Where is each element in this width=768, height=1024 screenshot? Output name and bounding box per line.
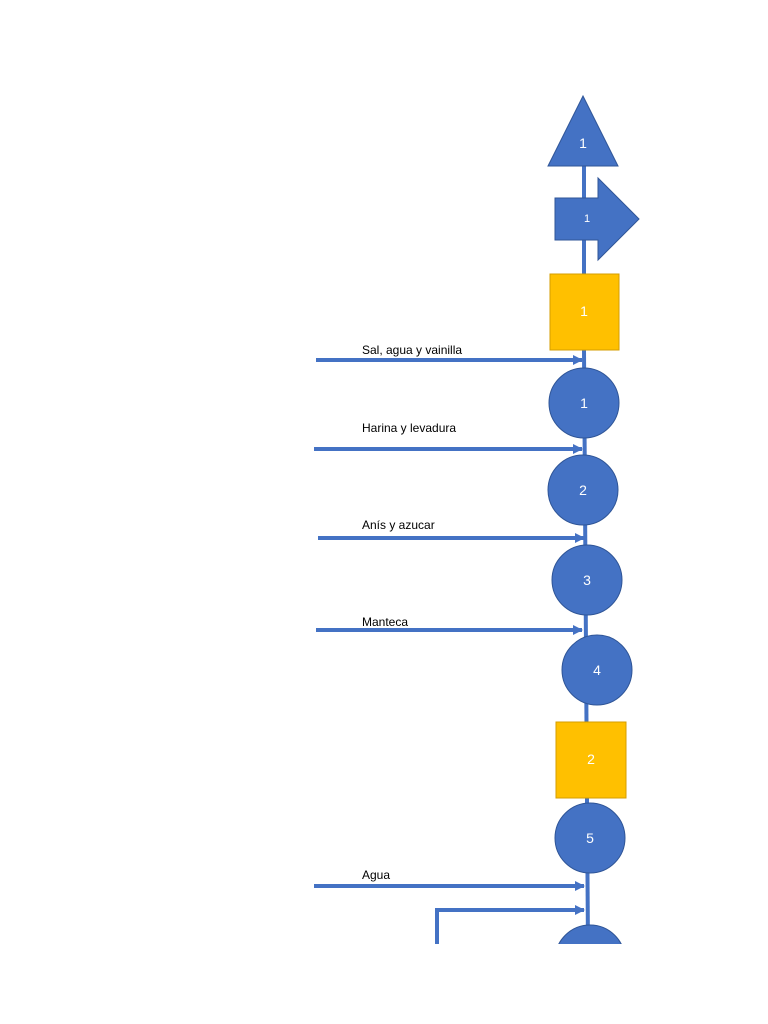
operation-label-3: 3 (583, 572, 591, 588)
operation-label-5: 5 (586, 830, 594, 846)
storage-label: 1 (579, 135, 587, 151)
input-label-2: Harina y levadura (362, 421, 456, 435)
operation-label-1: 1 (580, 395, 588, 411)
operation-label-2: 2 (579, 482, 587, 498)
inspection-label-1: 1 (580, 303, 588, 319)
inspection-label-2: 2 (587, 751, 595, 767)
input-label-5: Agua (362, 868, 390, 882)
input-label-4: Manteca (362, 615, 408, 629)
storage-triangle (547, 94, 619, 167)
operation-circle-3 (551, 544, 623, 616)
operation-circle-partial (558, 924, 622, 944)
input-label-3: Anís y azucar (362, 518, 435, 532)
transport-arrow (554, 176, 640, 262)
inspection-box-1 (549, 273, 620, 351)
operation-circle-5 (554, 802, 626, 874)
operation-circle-1 (548, 367, 620, 439)
inspection-box-2 (555, 721, 627, 799)
return-arrow (435, 905, 585, 944)
operation-label-4: 4 (593, 662, 601, 678)
operation-circle-2 (547, 454, 619, 526)
transport-label: 1 (584, 213, 590, 225)
input-label-1: Sal, agua y vainilla (362, 343, 462, 357)
operation-circle-4 (561, 634, 633, 706)
